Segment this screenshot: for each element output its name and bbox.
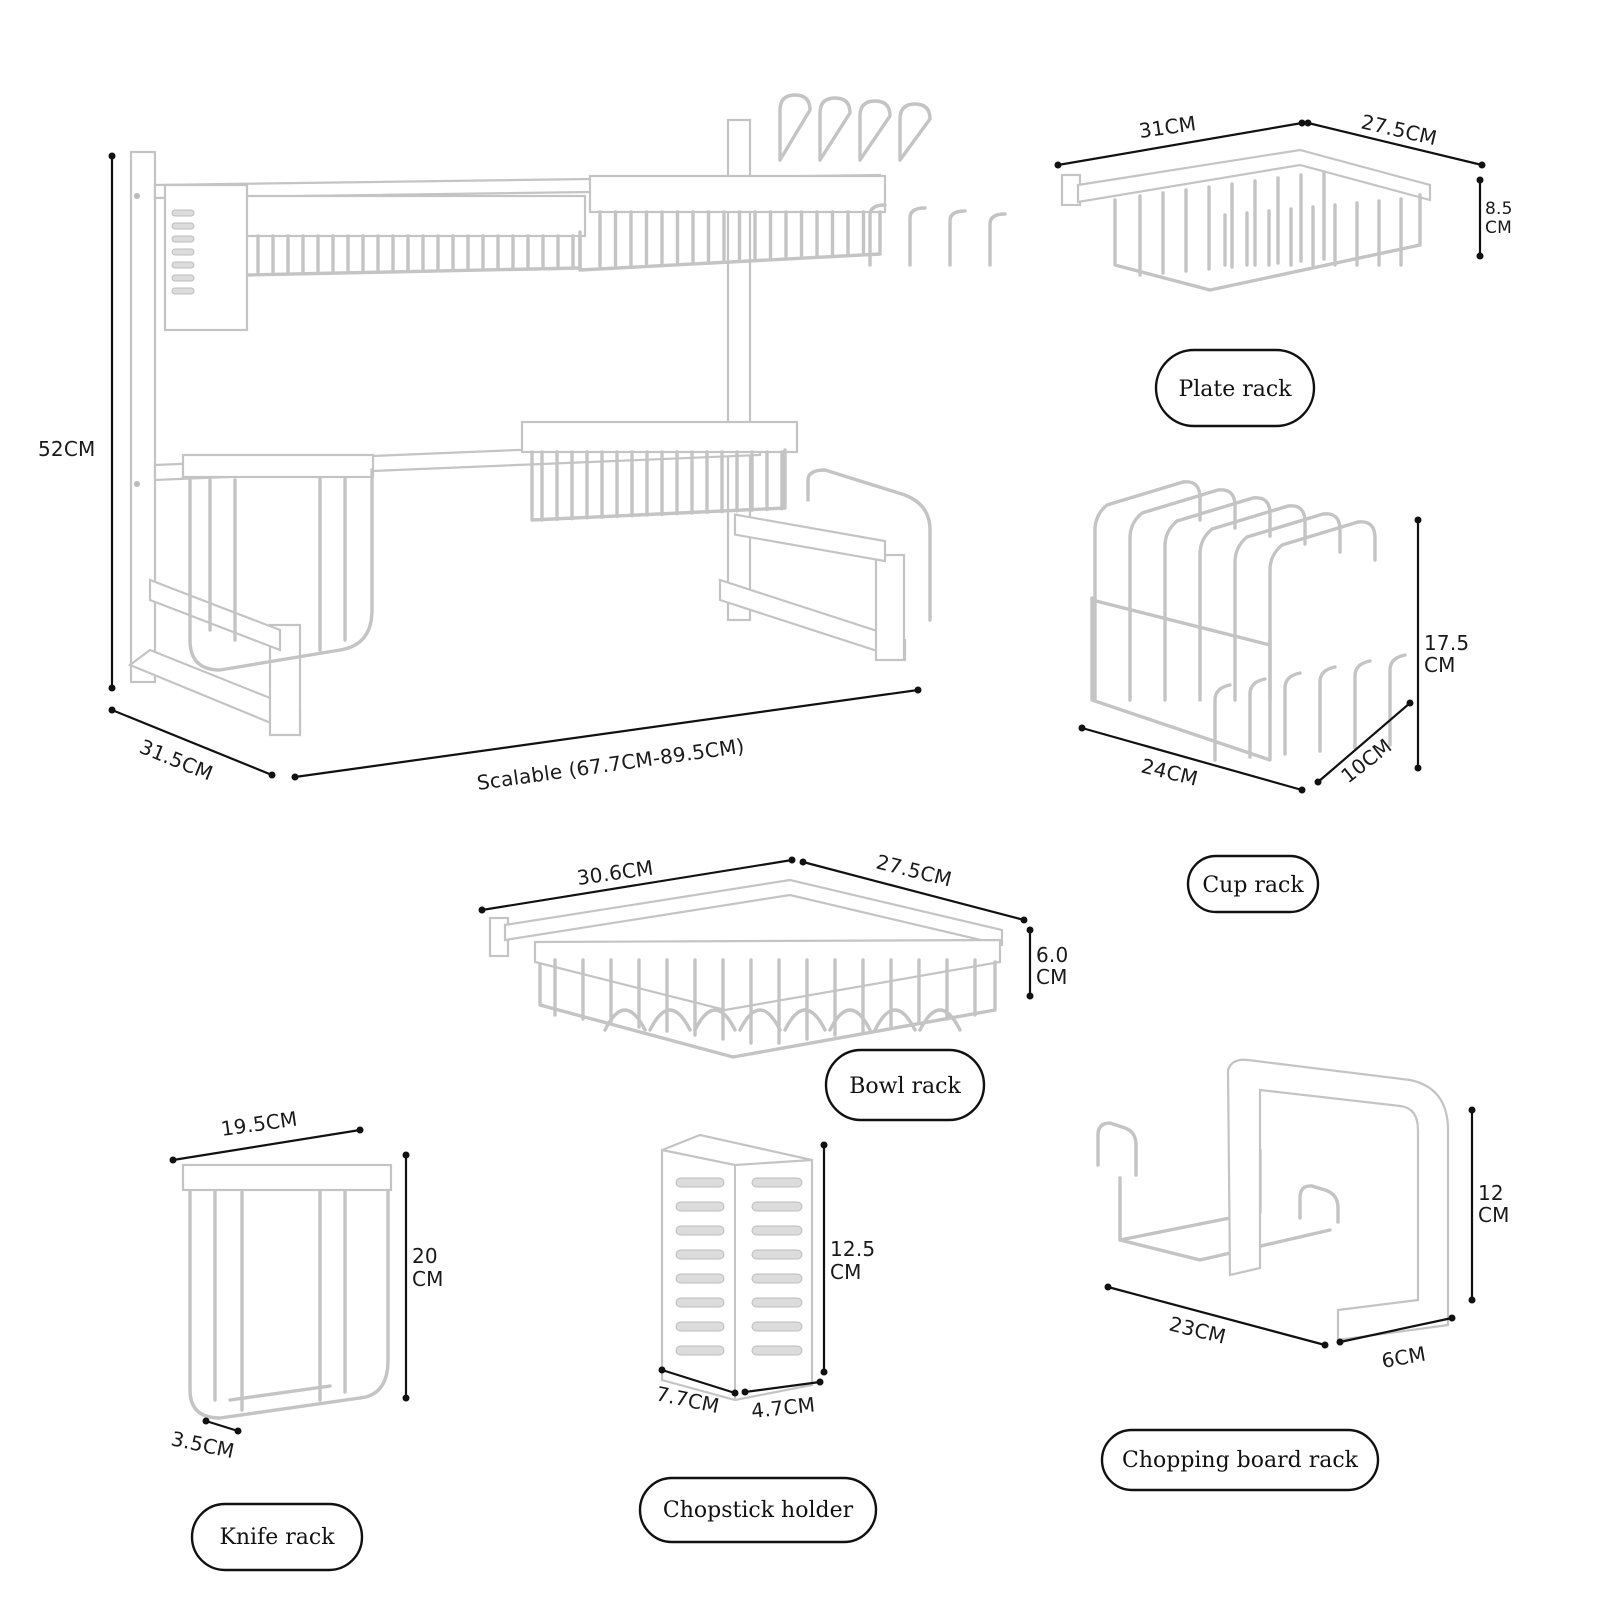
chopstick-holder-illustration <box>660 1133 814 1402</box>
knife-rack-width-label: 19.5CM <box>219 1106 299 1140</box>
cup-rack-height-value: 17.5 <box>1424 631 1469 655</box>
bowl-rack-height-unit: CM <box>1036 965 1068 989</box>
plate-rack-label-text: Plate rack <box>1178 377 1292 402</box>
wire-segment <box>1233 512 1342 702</box>
wire-segment <box>818 96 852 162</box>
chopstick-holder-label: Chopstick holder <box>638 1476 878 1544</box>
knife-rack-dimensions: 19.5CM 20 CM 3.5CM <box>169 1106 444 1463</box>
chopping-board-rack-height-value: 12 <box>1478 1181 1504 1205</box>
wire-segment <box>1318 665 1337 753</box>
plate-rack-width-label: 31CM <box>1137 111 1197 143</box>
wire-segment <box>1128 488 1237 702</box>
wire-segment <box>1248 677 1267 759</box>
wire-segment <box>1213 683 1232 762</box>
vent-slot <box>675 1321 725 1332</box>
bowl-rack-label-text: Bowl rack <box>849 1074 961 1099</box>
cup-rack-illustration <box>1090 480 1407 762</box>
knife-rack-height-unit: CM <box>412 1267 444 1291</box>
vent-slot <box>751 1297 803 1308</box>
chopstick-holder-height-unit: CM <box>830 1260 862 1284</box>
vent-slot <box>675 1297 725 1308</box>
plate-rack-height-value: 8.5 <box>1485 199 1513 219</box>
wire-segment <box>988 212 1007 267</box>
bowl-rack-illustration <box>488 878 1004 1059</box>
chopstick-holder-dimensions: 12.5 CM 7.7CM 4.7CM <box>654 1141 875 1423</box>
chopping-board-rack-illustration <box>1096 1058 1450 1342</box>
wire-segment <box>898 102 932 162</box>
wire-segment <box>1093 480 1202 702</box>
main-rack-height-label: 52CM <box>38 437 95 461</box>
plate-rack-height-unit: CM <box>1485 218 1512 238</box>
vent-slot <box>171 248 195 256</box>
vent-slot <box>675 1345 725 1356</box>
vent-slot <box>751 1225 803 1236</box>
knife-rack-label-text: Knife rack <box>219 1525 335 1550</box>
main-rack-depth-label: 31.5CM <box>136 734 216 785</box>
wire-segment <box>1388 653 1407 747</box>
wire-segment <box>1283 671 1302 756</box>
vent-slot <box>675 1177 725 1188</box>
wire-segment <box>778 93 812 162</box>
bowl-rack-height-value: 6.0 <box>1036 943 1068 967</box>
chopstick-holder-depth-label: 4.7CM <box>750 1392 816 1423</box>
wire-segment <box>948 209 967 267</box>
vent-slot <box>171 235 195 243</box>
vent-slot <box>171 274 195 282</box>
vent-slot <box>675 1273 725 1284</box>
wire-segment <box>1198 504 1307 702</box>
vent-slot <box>171 287 195 295</box>
vent-slot <box>751 1177 803 1188</box>
wire-segment <box>858 99 892 162</box>
cup-rack-height-unit: CM <box>1424 653 1456 677</box>
knife-rack-height-value: 20 <box>412 1244 438 1268</box>
chopstick-holder-label-text: Chopstick holder <box>663 1498 854 1523</box>
knife-rack-illustration <box>181 1163 393 1420</box>
vent-slot <box>751 1273 803 1284</box>
wire-segment <box>1353 659 1372 750</box>
wire-segment <box>738 1008 782 1032</box>
wire-segment <box>693 1008 737 1032</box>
chopping-board-rack-label: Chopping board rack <box>1100 1428 1380 1492</box>
wire-segment <box>1163 496 1272 702</box>
plate-rack-illustration <box>1060 148 1432 292</box>
wire-segment <box>1268 520 1377 702</box>
vent-slot <box>751 1345 803 1356</box>
main-rack-width-label: Scalable (67.7CM-89.5CM) <box>475 734 746 795</box>
vent-slot <box>675 1225 725 1236</box>
wire-segment <box>648 1008 692 1032</box>
plate-rack-label: Plate rack <box>1154 348 1316 428</box>
vent-slot <box>171 222 195 230</box>
wire-segment <box>828 1008 872 1032</box>
cup-rack-label: Cup rack <box>1186 854 1320 914</box>
chopstick-holder-height-value: 12.5 <box>830 1237 875 1261</box>
knife-rack-label: Knife rack <box>190 1502 364 1572</box>
vent-slot <box>171 261 195 269</box>
wire-segment <box>908 206 927 267</box>
chopping-board-rack-label-text: Chopping board rack <box>1122 1448 1359 1473</box>
vent-slot <box>171 209 195 217</box>
vent-slot <box>751 1201 803 1212</box>
bowl-rack-label: Bowl rack <box>824 1048 986 1122</box>
wire-segment <box>868 203 887 267</box>
chopping-board-rack-depth-label: 6CM <box>1380 1342 1428 1373</box>
vent-slot <box>675 1201 725 1212</box>
knife-rack-depth-label: 3.5CM <box>169 1426 237 1463</box>
main-rack-illustration <box>127 93 1007 737</box>
chopping-board-rack-height-unit: CM <box>1478 1203 1510 1227</box>
vent-slot <box>751 1249 803 1260</box>
bowl-rack-depth-label: 27.5CM <box>874 850 954 892</box>
vent-slot <box>675 1249 725 1260</box>
cup-rack-label-text: Cup rack <box>1202 873 1304 898</box>
wire-segment <box>783 1008 827 1032</box>
vent-slot <box>751 1321 803 1332</box>
